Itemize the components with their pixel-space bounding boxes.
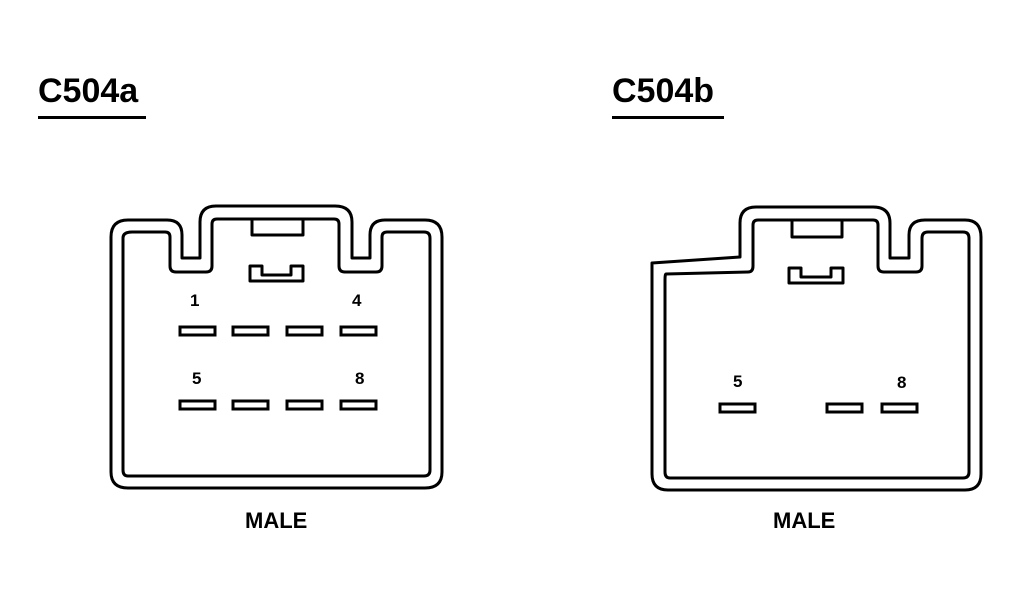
connector-a-inner-housing xyxy=(121,217,432,478)
connector-a-pin-4 xyxy=(339,325,378,337)
connector-a-keyway-notch xyxy=(250,219,305,237)
connector-a-pin-5 xyxy=(178,399,217,411)
connector-a-pin-label: 8 xyxy=(355,369,364,388)
connector-b-pin-label: 5 xyxy=(733,372,742,391)
connector-b-title-underline xyxy=(612,116,724,119)
connector-a-title-underline xyxy=(38,116,146,119)
connector-a-pin-3 xyxy=(285,325,324,337)
connector-b-pin-8 xyxy=(880,402,919,414)
connector-a-pin-7 xyxy=(285,399,324,411)
connector-b-pin-label: 8 xyxy=(897,373,906,392)
connector-a-locking-latch xyxy=(248,264,305,283)
connector-a-title: C504a xyxy=(38,72,139,110)
connector-a-pin-6 xyxy=(231,399,270,411)
connector-b-pin-7 xyxy=(825,402,864,414)
connector-b-locking-latch xyxy=(787,266,845,285)
connector-a-outer-housing xyxy=(109,204,444,490)
connector-a-pin-label: 5 xyxy=(192,369,201,388)
connector-a-pin-label: 1 xyxy=(190,291,199,310)
connector-a-pin-1 xyxy=(178,325,217,337)
connector-b-outer-housing xyxy=(650,205,983,492)
connector-b-inner-housing xyxy=(663,218,971,480)
connector-a-gender-label: MALE xyxy=(245,508,308,533)
connector-b-gender-label: MALE xyxy=(773,508,836,533)
connector-a-pin-label: 4 xyxy=(352,291,362,310)
connector-b-keyway-notch xyxy=(790,220,844,239)
connector-a-pin-2 xyxy=(231,325,270,337)
connector-a-pin-8 xyxy=(339,399,378,411)
connector-b-pin-5 xyxy=(718,402,757,414)
connector-b-title: C504b xyxy=(612,72,715,110)
